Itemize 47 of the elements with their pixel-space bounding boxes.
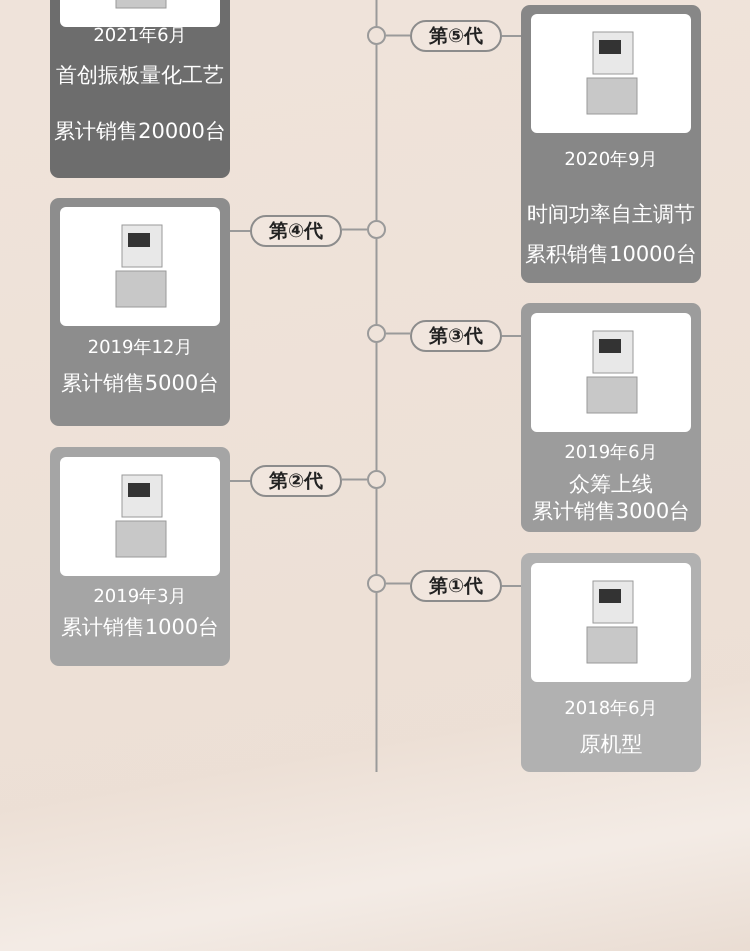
connector-line (342, 228, 367, 230)
milestone-text: 累计销售5000台 (60, 370, 220, 397)
milestone-card (50, 447, 230, 666)
date-text: 2019年12月 (86, 336, 194, 360)
generation-badge: 第④代 (250, 215, 342, 247)
connector-line (230, 480, 250, 482)
date-text: 2018年6月 (563, 697, 659, 721)
date-text: 2021年6月 (92, 24, 188, 48)
generation-badge: 第②代 (250, 465, 342, 497)
connector-line (376, 343, 378, 470)
timeline-dot (367, 26, 386, 45)
milestone-card (521, 553, 701, 772)
milestone-text: 累计销售20000台 (53, 118, 227, 145)
connector-line (386, 332, 410, 334)
milestone-text: 累计销售3000台 (530, 498, 692, 525)
connector-line (502, 335, 521, 337)
connector-line (376, 593, 378, 772)
milestone-card (50, 198, 230, 426)
generation-badge: 第①代 (410, 570, 502, 602)
date-text: 2020年9月 (563, 148, 659, 172)
milestone-text: 首创振板量化工艺 (55, 62, 225, 89)
date-text: 2019年3月 (92, 585, 188, 609)
connector-line (342, 478, 367, 480)
milestone-text: 累计销售1000台 (60, 614, 220, 641)
connector-line (376, 489, 378, 574)
milestone-card (50, 0, 230, 178)
milestone-card (521, 303, 701, 532)
milestone-text: 众筹上线 (568, 471, 654, 498)
generation-badge: 第⑤代 (410, 20, 502, 52)
connector-line (386, 34, 410, 36)
connector-line (230, 230, 250, 232)
connector-line (502, 35, 521, 37)
timeline-dot (367, 574, 386, 593)
generation-badge: 第③代 (410, 320, 502, 352)
connector-line (386, 582, 410, 584)
date-text: 2019年6月 (563, 441, 659, 465)
timeline-dot (367, 220, 386, 239)
timeline-dot (367, 324, 386, 343)
milestone-card (521, 5, 701, 283)
milestone-text: 累积销售10000台 (524, 241, 698, 268)
connector-line (376, 45, 378, 220)
connector-line (376, 0, 378, 26)
milestone-text: 时间功率自主调节 (526, 201, 696, 228)
milestone-text: 原机型 (578, 731, 644, 758)
connector-line (502, 585, 521, 587)
connector-line (376, 239, 378, 324)
timeline-dot (367, 470, 386, 489)
